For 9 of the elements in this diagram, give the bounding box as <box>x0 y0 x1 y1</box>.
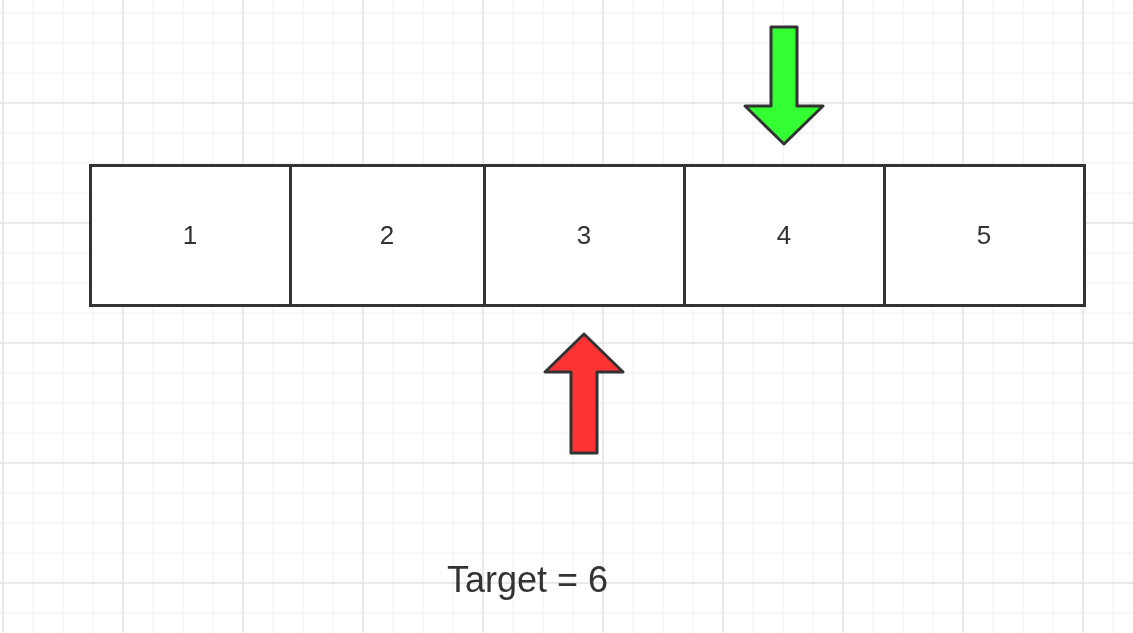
cell-value: 5 <box>976 220 992 250</box>
cell-value: 1 <box>182 220 198 250</box>
block-arrow <box>743 25 825 146</box>
array-cell <box>88 163 292 307</box>
block-arrow <box>543 332 625 455</box>
annotation-text: Target = 6 <box>447 559 609 601</box>
cell-value: 2 <box>379 220 395 250</box>
cell-value: 4 <box>776 220 792 250</box>
cell-value: 3 <box>576 220 592 250</box>
